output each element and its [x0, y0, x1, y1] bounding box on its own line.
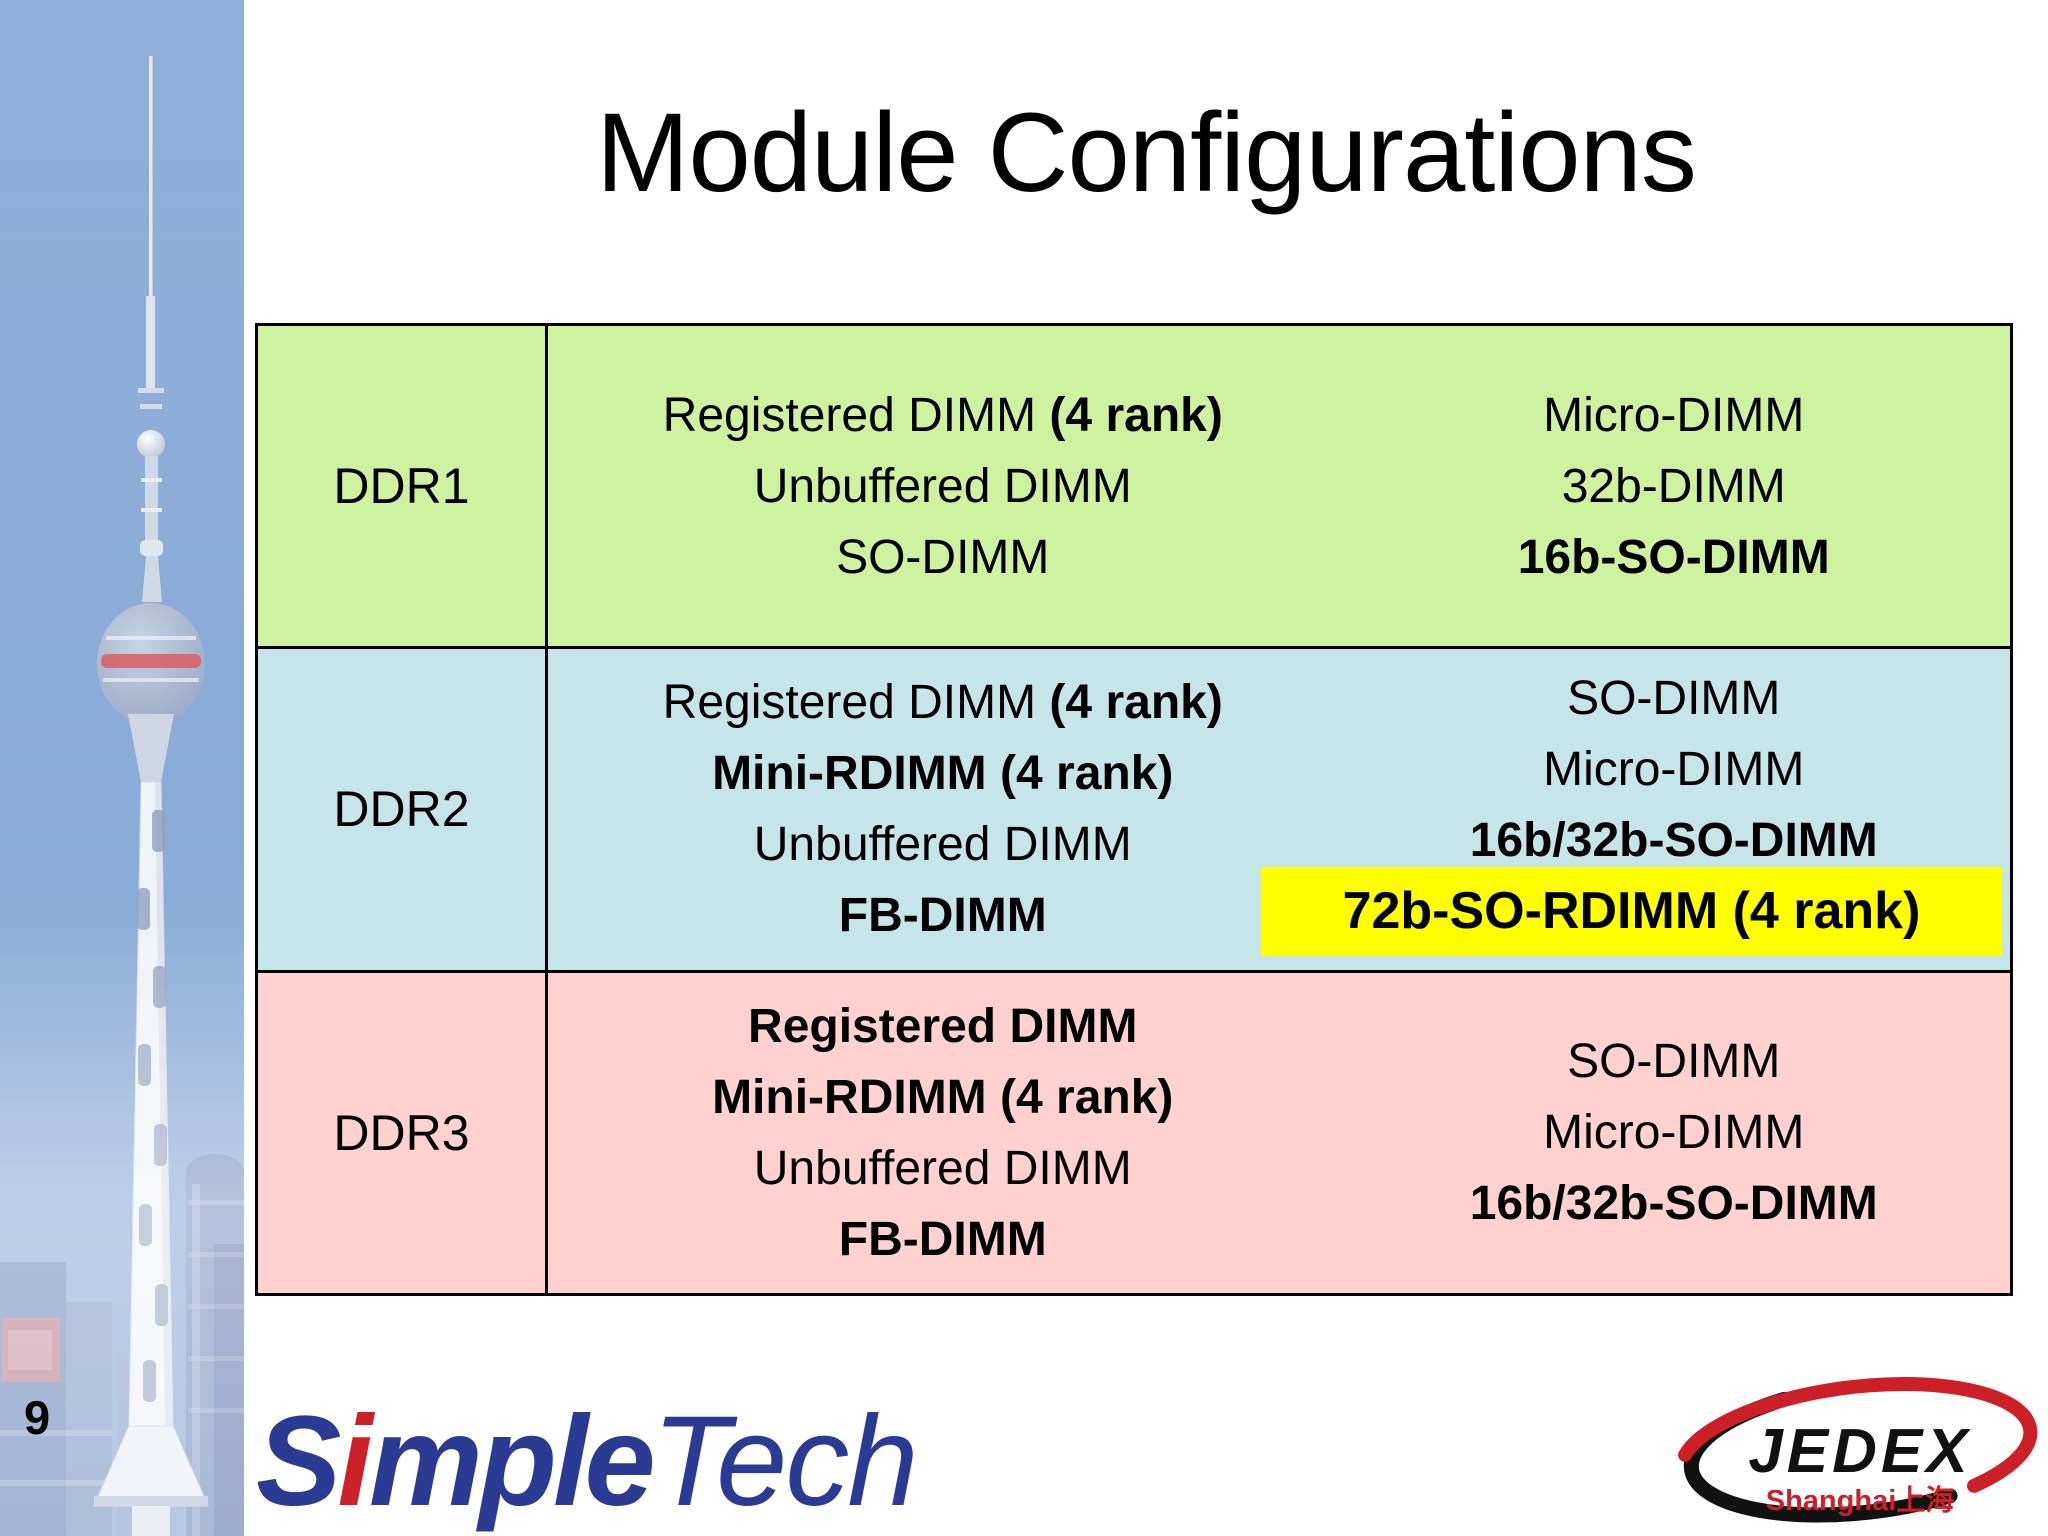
jedex-wordmark: JEDEX — [1748, 1417, 1971, 1486]
config-line: FB-DIMM — [838, 889, 1047, 943]
config-line: 16b/32b-SO-DIMM — [1469, 814, 1878, 868]
config-line: SO-DIMM — [836, 530, 1050, 584]
tower-photo-illustration — [0, 0, 244, 1536]
config-line: Mini-RDIMM (4 rank) — [712, 1070, 1174, 1124]
ddr1-module-list-left: Registered DIMM (4 rank) Unbuffered DIMM… — [548, 326, 1337, 646]
simpletech-logo-s: S — [256, 1390, 341, 1533]
config-line: 32b-DIMM — [1561, 459, 1786, 513]
table-row-ddr3: DDR3 Registered DIMM Mini-RDIMM (4 rank)… — [258, 969, 2010, 1293]
ddr3-module-list-right: SO-DIMM Micro-DIMM 16b/32b-SO-DIMM — [1337, 973, 2010, 1293]
config-line: 16b/32b-SO-DIMM — [1469, 1177, 1878, 1231]
jedex-logo: JEDEX Shanghai上海 — [1664, 1372, 2048, 1536]
row-content-ddr2: Registered DIMM (4 rank) Mini-RDIMM (4 r… — [548, 649, 2010, 969]
module-configurations-table: DDR1 Registered DIMM (4 rank) Unbuffered… — [255, 323, 2013, 1296]
simpletech-logo-i: i — [337, 1390, 373, 1533]
config-line: Micro-DIMM — [1543, 743, 1805, 797]
page-number: 9 — [24, 1391, 51, 1444]
row-content-ddr3: Registered DIMM Mini-RDIMM (4 rank) Unbu… — [548, 973, 2010, 1293]
config-line: SO-DIMM — [1567, 1035, 1781, 1089]
row-content-ddr1: Registered DIMM (4 rank) Unbuffered DIMM… — [548, 326, 2010, 646]
config-line: Unbuffered DIMM — [753, 1141, 1132, 1195]
simpletech-logo-mple: mple — [368, 1390, 656, 1533]
jedex-red-swoosh — [1678, 1377, 2038, 1493]
ddr3-module-list-left: Registered DIMM Mini-RDIMM (4 rank) Unbu… — [548, 973, 1337, 1293]
ddr1-module-list-right: Micro-DIMM 32b-DIMM 16b-SO-DIMM — [1337, 326, 2010, 646]
config-line: Registered DIMM — [748, 999, 1138, 1053]
config-line: 16b-SO-DIMM — [1517, 530, 1830, 584]
jedex-logo-graphic: JEDEX Shanghai上海 — [1678, 1377, 2038, 1523]
row-label-ddr2: DDR2 — [258, 649, 548, 970]
row-label-ddr3: DDR3 — [258, 972, 548, 1293]
config-line: Unbuffered DIMM — [753, 818, 1132, 872]
config-line: SO-DIMM — [1567, 672, 1781, 726]
table-row-ddr1: DDR1 Registered DIMM (4 rank) Unbuffered… — [258, 326, 2010, 647]
ddr2-module-list-left: Registered DIMM (4 rank) Mini-RDIMM (4 r… — [548, 649, 1337, 969]
highlight-72b-so-rdimm: 72b-SO-RDIMM (4 rank) — [1261, 866, 2002, 956]
config-line: Micro-DIMM — [1543, 1106, 1805, 1160]
config-line: Micro-DIMM — [1543, 388, 1805, 442]
tower-photo — [0, 0, 244, 1536]
table-row-ddr2: DDR2 Registered DIMM (4 rank) Mini-RDIMM… — [258, 646, 2010, 970]
config-line: Mini-RDIMM (4 rank) — [712, 747, 1174, 801]
simpletech-logo: SimpleTech — [256, 1390, 919, 1533]
white-wash-overlay — [0, 0, 244, 1536]
simpletech-logo-tech: Tech — [651, 1390, 919, 1533]
jedex-subtitle: Shanghai上海 — [1766, 1484, 1955, 1517]
row-label-ddr1: DDR1 — [258, 326, 548, 647]
config-line: Registered DIMM (4 rank) — [662, 676, 1223, 730]
config-line: FB-DIMM — [838, 1212, 1047, 1266]
ddr2-module-list-right: SO-DIMM Micro-DIMM 16b/32b-SO-DIMM — [1337, 649, 2010, 969]
slide-title: Module Configurations — [596, 90, 1697, 215]
config-line: Unbuffered DIMM — [753, 459, 1132, 513]
config-line: Registered DIMM (4 rank) — [662, 388, 1223, 442]
